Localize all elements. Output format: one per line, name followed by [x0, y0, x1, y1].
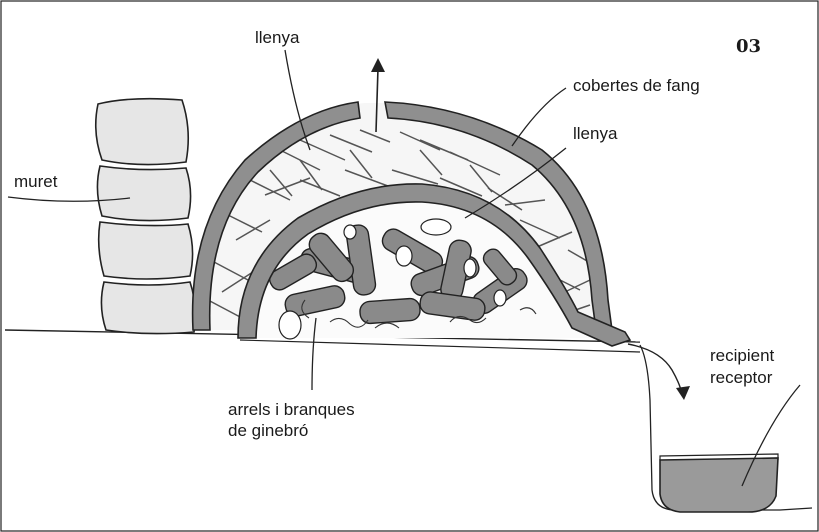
label-llenya-top: llenya [255, 28, 299, 48]
label-arrels-line1: arrels i branques [228, 400, 355, 420]
stone-1 [96, 99, 189, 165]
stone-2 [97, 166, 190, 221]
figure-number: 03 [736, 36, 761, 57]
stone-4 [101, 282, 195, 334]
outflow-arrow-icon [676, 386, 690, 400]
label-recipient-line1: recipient [710, 346, 774, 366]
label-muret: muret [14, 172, 57, 192]
label-recipient-line2: receptor [710, 368, 772, 388]
smoke-arrow-icon [371, 58, 385, 72]
ground-edge [240, 340, 640, 352]
stone-3 [99, 222, 193, 279]
receptor-vessel [660, 458, 778, 512]
label-cobertes-de-fang: cobertes de fang [573, 76, 700, 96]
muret-wall [96, 99, 196, 334]
label-llenya-inner: llenya [573, 124, 617, 144]
label-arrels-line2: de ginebró [228, 421, 308, 441]
